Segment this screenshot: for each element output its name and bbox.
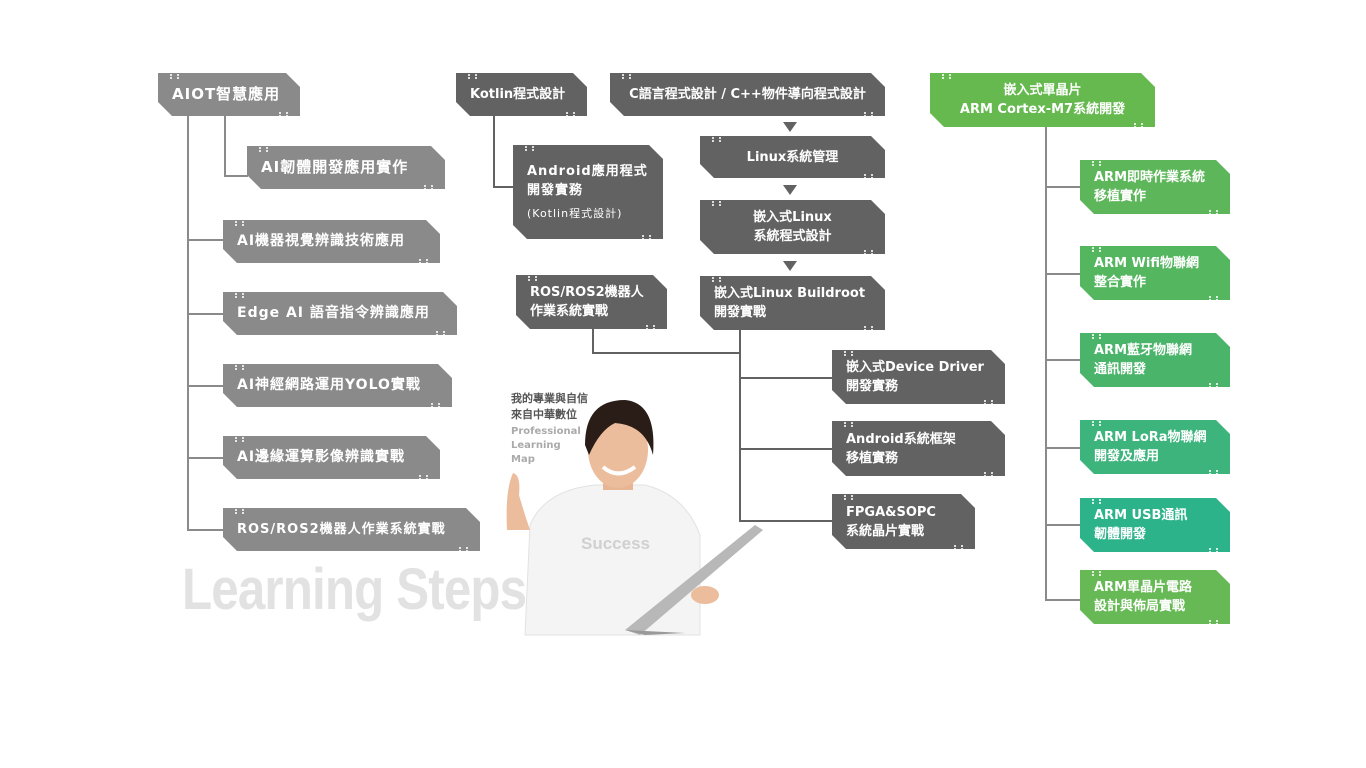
learning-steps-watermark: Learning Steps (182, 557, 527, 622)
node-label: Kotlin程式設計 (470, 87, 566, 102)
connector-line (1045, 524, 1080, 526)
connector-line (493, 186, 513, 188)
arm-root-node[interactable]: 嵌入式單晶片 ARM Cortex-M7系統開發 (930, 73, 1155, 127)
node-label: AI邊緣運算影像辨識實戰 (237, 449, 406, 465)
connector-line (224, 116, 226, 176)
node-label: ROS/ROS2機器人 (530, 285, 644, 300)
node-label: 系統晶片實戰 (846, 523, 925, 539)
node-label: 嵌入式Linux (753, 210, 832, 225)
device-driver-node[interactable]: 嵌入式Device Driver 開發實務 (832, 350, 1005, 404)
node-label: C語言程式設計 / C++物件導向程式設計 (629, 87, 866, 102)
linux-admin-node[interactable]: Linux系統管理 (700, 136, 885, 178)
arm-course-node[interactable]: ARM Wifi物聯網整合實作 (1080, 246, 1230, 300)
node-label: 開發實務 (846, 379, 899, 394)
course-node[interactable]: AI神經網路運用YOLO實戰 (223, 364, 452, 407)
connector-line (739, 448, 832, 450)
node-label: ARM Cortex-M7系統開發 (959, 102, 1126, 117)
node-label: 系統程式設計 (753, 229, 832, 244)
arrow-down-icon (783, 185, 797, 195)
slogan-line: 我的專業與自信 (511, 392, 588, 405)
node-label: AI韌體開發應用實作 (261, 158, 409, 176)
android-app-node[interactable]: Android應用程式 開發實務 (Kotlin程式設計) (513, 145, 663, 239)
connector-line (739, 330, 741, 522)
node-label: 開發及應用 (1094, 449, 1160, 464)
ros-node[interactable]: ROS/ROS2機器人 作業系統實戰 (516, 275, 667, 329)
node-label: Linux系統管理 (746, 149, 839, 165)
connector-line (187, 239, 224, 241)
shirt-text: Success (581, 534, 650, 553)
connector-line (592, 329, 594, 353)
arrow-down-icon (783, 261, 797, 271)
node-label: ARM LoRa物聯網 (1094, 430, 1207, 445)
node-label: ARM USB通訊 (1094, 508, 1188, 523)
slogan: 我的專業與自信 來自中華數位 (511, 391, 588, 423)
node-label: 韌體開發 (1094, 527, 1147, 542)
node-label: ROS/ROS2機器人作業系統實戰 (237, 522, 446, 537)
node-label: 設計與佈局實戰 (1094, 599, 1186, 614)
node-label: 開發實務 (527, 182, 584, 198)
connector-line (187, 116, 189, 530)
node-label: 嵌入式單晶片 (1003, 83, 1082, 98)
connector-line (1045, 599, 1080, 601)
node-label: 整合實作 (1094, 275, 1147, 290)
connector-line (739, 377, 832, 379)
connector-line (187, 529, 224, 531)
node-label: 移植實作 (1094, 189, 1147, 204)
node-label: 開發實戰 (714, 305, 767, 320)
connector-line (1045, 127, 1047, 601)
node-sublabel: (Kotlin程式設計) (527, 206, 623, 220)
connector-line (1045, 273, 1080, 275)
connector-line (592, 352, 741, 354)
connector-line (224, 175, 248, 177)
fpga-node[interactable]: FPGA&SOPC 系統晶片實戰 (832, 494, 975, 549)
course-node[interactable]: AI邊緣運算影像辨識實戰 (223, 436, 440, 479)
connector-line (1045, 359, 1080, 361)
node-label: 移植實務 (846, 450, 899, 466)
arm-course-node[interactable]: ARM USB通訊韌體開發 (1080, 498, 1230, 552)
node-label: Android系統框架 (846, 431, 956, 447)
node-label: ARM藍牙物聯網 (1094, 343, 1193, 358)
arrow-down-icon (783, 122, 797, 132)
connector-line (493, 116, 495, 188)
embedded-linux-node[interactable]: 嵌入式Linux 系統程式設計 (700, 200, 885, 254)
node-label: 嵌入式Device Driver (846, 360, 984, 375)
subtitle-line: Map (511, 454, 535, 465)
node-label: AIOT智慧應用 (172, 85, 281, 103)
connector-line (739, 520, 832, 522)
kotlin-node[interactable]: Kotlin程式設計 (456, 73, 587, 116)
arm-course-node[interactable]: ARM LoRa物聯網開發及應用 (1080, 420, 1230, 474)
node-label: ARM單晶片電路 (1094, 580, 1193, 595)
course-node[interactable]: AI機器視覺辨識技術應用 (223, 220, 440, 263)
buildroot-node[interactable]: 嵌入式Linux Buildroot 開發實戰 (700, 276, 885, 330)
node-label: FPGA&SOPC (846, 504, 936, 520)
arm-course-node[interactable]: ARM即時作業系統移植實作 (1080, 160, 1230, 214)
course-node[interactable]: AI韌體開發應用實作 (247, 146, 445, 189)
subtitle-line: Learning (511, 440, 561, 451)
c-language-node[interactable]: C語言程式設計 / C++物件導向程式設計 (610, 73, 885, 116)
connector-line (187, 457, 224, 459)
course-node[interactable]: ROS/ROS2機器人作業系統實戰 (223, 508, 480, 551)
course-node[interactable]: Edge AI 語音指令辨識應用 (223, 292, 457, 335)
node-label: ARM即時作業系統 (1094, 170, 1206, 185)
connector-line (187, 385, 224, 387)
node-label: AI機器視覺辨識技術應用 (237, 233, 406, 249)
node-label: AI神經網路運用YOLO實戰 (237, 377, 421, 393)
slogan-line: 來自中華數位 (511, 408, 577, 421)
person-with-laptop-photo: Success (506, 400, 763, 636)
node-label: Edge AI 語音指令辨識應用 (237, 305, 430, 321)
map-subtitle: Professional Learning Map (511, 425, 581, 467)
node-label: Android應用程式 (527, 163, 648, 179)
arm-course-node[interactable]: ARM單晶片電路設計與佈局實戰 (1080, 570, 1230, 624)
android-framework-node[interactable]: Android系統框架 移植實務 (832, 421, 1005, 476)
node-label: 嵌入式Linux Buildroot (714, 286, 866, 301)
node-label: 作業系統實戰 (530, 304, 609, 319)
node-label: 通訊開發 (1094, 362, 1147, 377)
connector-line (187, 313, 224, 315)
arm-course-node[interactable]: ARM藍牙物聯網通訊開發 (1080, 333, 1230, 387)
aiot-root-node[interactable]: AIOT智慧應用 (158, 73, 300, 116)
connector-line (1045, 186, 1080, 188)
node-label: ARM Wifi物聯網 (1094, 256, 1199, 271)
connector-line (1045, 447, 1080, 449)
subtitle-line: Professional (511, 426, 581, 437)
